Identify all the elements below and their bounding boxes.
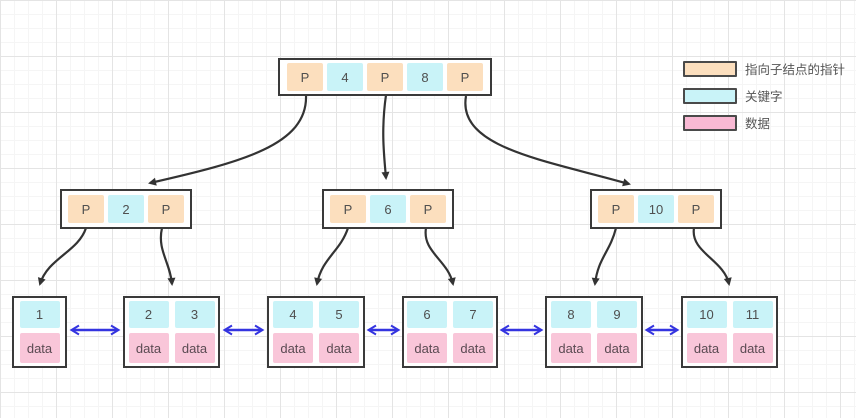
key-cell: 5 (319, 301, 359, 328)
legend: 指向子结点的指针 关键字 数据 (683, 60, 845, 141)
edge-internal-left-to-leaf-2 (159, 227, 176, 286)
leaf-column: 10 data (686, 301, 727, 363)
legend-item-data: 数据 (683, 114, 845, 131)
btree-leaf-node-1: 1 data (12, 296, 67, 368)
key-cell: 4 (327, 63, 363, 91)
key-cell: 2 (108, 195, 144, 223)
edge-internal-mid-to-leaf-4 (424, 227, 456, 286)
key-cell: 4 (273, 301, 313, 328)
pointer-cell: P (287, 63, 323, 91)
pointer-cell: P (678, 195, 714, 223)
pointer-cell: P (410, 195, 446, 223)
data-cell: data (686, 333, 727, 363)
leaf-column: 5 data (319, 301, 359, 363)
edge-root-to-internal-mid (381, 94, 390, 180)
key-cell: 6 (407, 301, 447, 328)
btree-leaf-node-2: 2 data 3 data (123, 296, 220, 368)
data-cell: data (319, 333, 359, 363)
data-cell: data (128, 333, 169, 363)
pointer-cell: P (367, 63, 403, 91)
data-cell: data (732, 333, 773, 363)
edge-internal-right-to-leaf-6 (692, 227, 732, 286)
edge-root-to-internal-right (464, 95, 631, 187)
btree-leaf-node-3: 4 data 5 data (267, 296, 365, 368)
pointer-cell: P (68, 195, 104, 223)
edge-internal-left-to-leaf-1 (37, 227, 88, 286)
data-cell: data (453, 333, 493, 363)
data-cell: data (407, 333, 447, 363)
leaf-column: 7 data (453, 301, 493, 363)
legend-swatch-data (683, 114, 737, 131)
leaf-column: 2 data (128, 301, 169, 363)
edge-internal-mid-to-leaf-3 (314, 227, 350, 286)
key-cell: 8 (407, 63, 443, 91)
leaf-column: 1 data (19, 301, 60, 363)
btree-leaf-node-5: 8 data 9 data (545, 296, 643, 368)
edge-internal-right-to-leaf-5 (591, 227, 618, 286)
btree-internal-node-mid: P 6 P (322, 189, 454, 229)
leaf-column: 9 data (597, 301, 637, 363)
key-cell: 10 (638, 195, 674, 223)
legend-label: 数据 (745, 117, 771, 131)
pointer-cell: P (148, 195, 184, 223)
data-cell: data (174, 333, 215, 363)
legend-label: 关键字 (745, 90, 783, 104)
pointer-cell: P (447, 63, 483, 91)
data-cell: data (597, 333, 637, 363)
legend-swatch-pointer (683, 60, 737, 77)
data-cell: data (273, 333, 313, 363)
edge-root-to-internal-left (148, 94, 308, 186)
legend-swatch-key (683, 87, 737, 104)
pointer-cell: P (598, 195, 634, 223)
key-cell: 8 (551, 301, 591, 328)
leaf-column: 11 data (732, 301, 773, 363)
btree-leaf-node-4: 6 data 7 data (402, 296, 498, 368)
key-cell: 10 (686, 301, 727, 328)
btree-leaf-node-6: 10 data 11 data (681, 296, 778, 368)
leaf-column: 8 data (551, 301, 591, 363)
key-cell: 9 (597, 301, 637, 328)
btree-root-node: P 4 P 8 P (278, 58, 492, 96)
legend-label: 指向子结点的指针 (745, 63, 846, 77)
leaf-column: 3 data (174, 301, 215, 363)
legend-item-key: 关键字 (683, 87, 845, 104)
key-cell: 7 (453, 301, 493, 328)
data-cell: data (19, 333, 60, 363)
key-cell: 3 (174, 301, 215, 328)
key-cell: 11 (732, 301, 773, 328)
legend-item-pointer: 指向子结点的指针 (683, 60, 845, 77)
leaf-column: 4 data (273, 301, 313, 363)
data-cell: data (551, 333, 591, 363)
btree-internal-node-left: P 2 P (60, 189, 192, 229)
leaf-column: 6 data (407, 301, 447, 363)
pointer-cell: P (330, 195, 366, 223)
key-cell: 1 (19, 301, 60, 328)
key-cell: 6 (370, 195, 406, 223)
btree-internal-node-right: P 10 P (590, 189, 722, 229)
key-cell: 2 (128, 301, 169, 328)
